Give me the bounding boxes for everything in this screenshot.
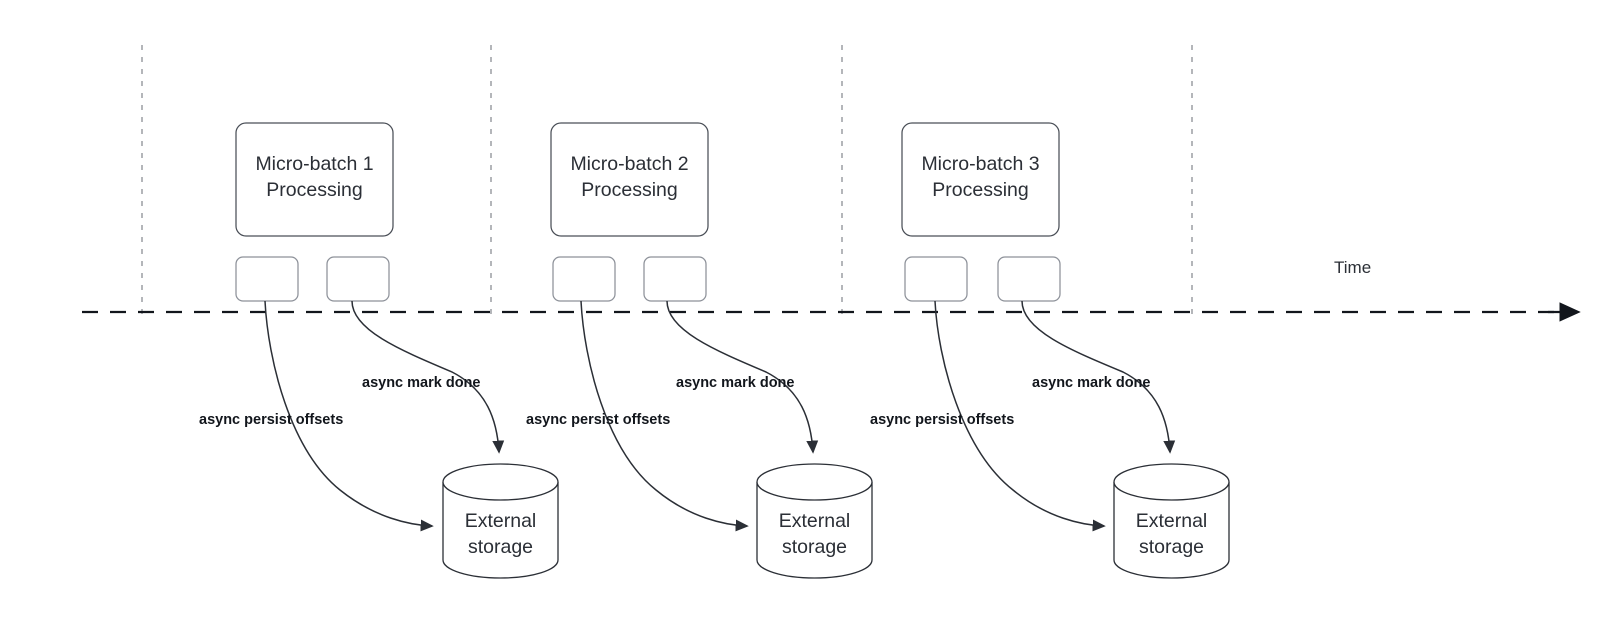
external-storage-1-line1: External [465, 510, 537, 532]
micro-batch-2-title-line1: Micro-batch 2 [570, 153, 688, 175]
external-storage-2-line1: External [779, 510, 851, 532]
external-storage-1[interactable]: External storage [442, 463, 559, 579]
task-box-2b[interactable] [643, 256, 707, 302]
divider-group [141, 45, 1193, 317]
external-storage-2[interactable]: External storage [756, 463, 873, 579]
async-mark-done-2-path [666, 300, 813, 452]
micro-batch-3-box[interactable] [901, 122, 1060, 237]
async-persist-offsets-1-path [264, 300, 432, 526]
task-box-1b[interactable] [326, 256, 390, 302]
task-box-1a[interactable] [235, 256, 299, 302]
micro-batch-2-title-line2: Processing [581, 179, 677, 201]
external-storage-3-line2: storage [1139, 536, 1204, 558]
async-mark-done-1-path [351, 300, 499, 452]
async-mark-done-3-label: async mark done [1032, 375, 1150, 391]
task-box-3a[interactable] [904, 256, 968, 302]
external-storage-2-line2: storage [782, 536, 847, 558]
time-axis-label: Time [1334, 258, 1371, 277]
micro-batch-2-group: Micro-batch 2 Processing async persist o… [526, 122, 873, 579]
async-mark-done-3-path [1021, 300, 1170, 452]
micro-batch-1-title-line1: Micro-batch 1 [255, 153, 373, 175]
timeline-axis: Time [82, 258, 1576, 312]
async-mark-done-1-label: async mark done [362, 375, 480, 391]
micro-batch-1-box[interactable] [235, 122, 394, 237]
task-box-2a[interactable] [552, 256, 616, 302]
micro-batch-3-group: Micro-batch 3 Processing async persist o… [870, 122, 1230, 579]
task-box-3b[interactable] [997, 256, 1061, 302]
external-storage-3[interactable]: External storage [1113, 463, 1230, 579]
micro-batch-1-title-line2: Processing [266, 179, 362, 201]
async-persist-offsets-1-label: async persist offsets [199, 412, 343, 428]
micro-batch-3-title-line2: Processing [932, 179, 1028, 201]
async-persist-offsets-2-label: async persist offsets [526, 412, 670, 428]
async-persist-offsets-3-path [934, 300, 1104, 526]
async-persist-offsets-2-path [580, 300, 747, 526]
micro-batch-3-title-line1: Micro-batch 3 [921, 153, 1039, 175]
external-storage-1-line2: storage [468, 536, 533, 558]
external-storage-3-line1: External [1136, 510, 1208, 532]
async-persist-offsets-3-label: async persist offsets [870, 412, 1014, 428]
async-mark-done-2-label: async mark done [676, 375, 794, 391]
micro-batch-2-box[interactable] [550, 122, 709, 237]
micro-batch-1-group: Micro-batch 1 Processing async persist o… [199, 122, 559, 579]
